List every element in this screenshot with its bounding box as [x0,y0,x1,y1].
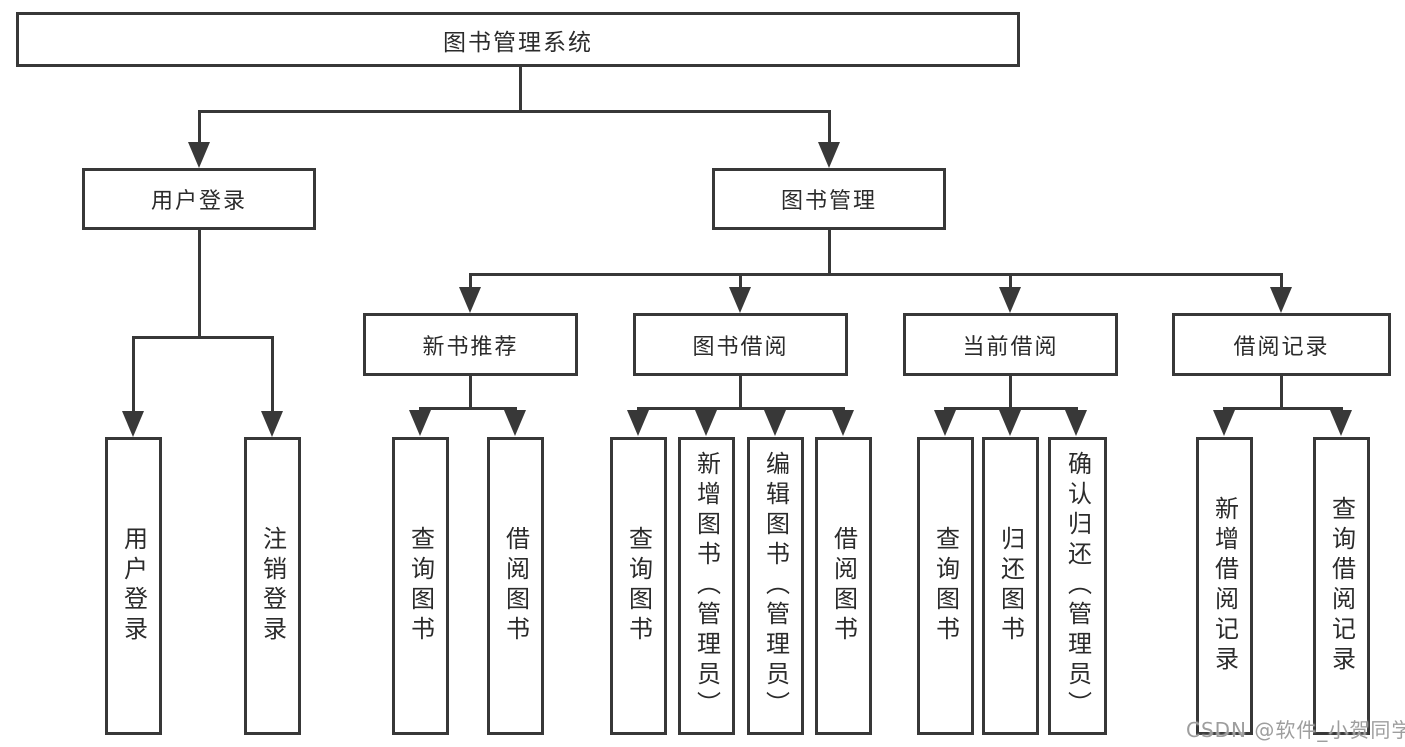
arrow-down-icon [627,410,649,436]
leaf-user-login: 用户登录 [105,437,162,735]
leaf-confirm-return-admin: 确认归还（管理员） [1048,437,1107,735]
leaf-borrow-books: 借阅图书 [815,437,872,735]
connector-line [828,110,831,144]
connector-line [132,336,135,414]
connector-line [1223,407,1343,410]
arrow-down-icon [729,287,751,313]
node-book-borrowing: 图书借阅 [633,313,848,376]
arrow-down-icon [1065,410,1087,436]
connector-line [469,273,472,291]
connector-line [198,110,831,113]
arrow-down-icon [818,142,840,168]
node-root-library-system: 图书管理系统 [16,12,1020,67]
connector-line [1009,375,1012,410]
leaf-return-books: 归还图书 [982,437,1039,735]
arrow-down-icon [122,411,144,437]
arrow-down-icon [764,410,786,436]
node-new-book-recommendation: 新书推荐 [363,313,578,376]
connector-line [132,336,274,339]
arrow-down-icon [188,142,210,168]
node-book-management: 图书管理 [712,168,946,230]
arrow-down-icon [459,287,481,313]
leaf-borrow-books-newbook: 借阅图书 [487,437,544,735]
node-borrowing-records: 借阅记录 [1172,313,1391,376]
connector-line [419,407,517,410]
csdn-watermark: CSDN @软件_小贺同学 [1186,718,1405,742]
connector-line [198,110,201,144]
connector-line [1280,375,1283,410]
connector-line [739,375,742,410]
arrow-down-icon [1270,287,1292,313]
leaf-add-borrow-record: 新增借阅记录 [1196,437,1253,735]
leaf-edit-books-admin: 编辑图书（管理员） [747,437,804,735]
arrow-down-icon [504,410,526,436]
leaf-query-books-newbook: 查询图书 [392,437,449,735]
connector-line [519,66,522,112]
arrow-down-icon [999,287,1021,313]
connector-line [1280,273,1283,291]
connector-line [739,273,742,291]
connector-line [1009,273,1012,291]
arrow-down-icon [409,410,431,436]
node-user-login: 用户登录 [82,168,316,230]
arrow-down-icon [261,411,283,437]
connector-line [469,375,472,410]
connector-line [944,407,1078,410]
leaf-add-books-admin: 新增图书（管理员） [678,437,735,735]
connector-line [469,273,1283,276]
arrow-down-icon [1213,410,1235,436]
leaf-query-books-borrow: 查询图书 [610,437,667,735]
connector-line [637,407,845,410]
leaf-query-books-current: 查询图书 [917,437,974,735]
arrow-down-icon [999,410,1021,436]
node-current-borrowing: 当前借阅 [903,313,1118,376]
connector-line [271,336,274,414]
connector-line [198,229,201,339]
connector-line [828,229,831,276]
arrow-down-icon [934,410,956,436]
arrow-down-icon [695,410,717,436]
leaf-logout: 注销登录 [244,437,301,735]
arrow-down-icon [832,410,854,436]
leaf-query-borrow-record: 查询借阅记录 [1313,437,1370,735]
arrow-down-icon [1330,410,1352,436]
